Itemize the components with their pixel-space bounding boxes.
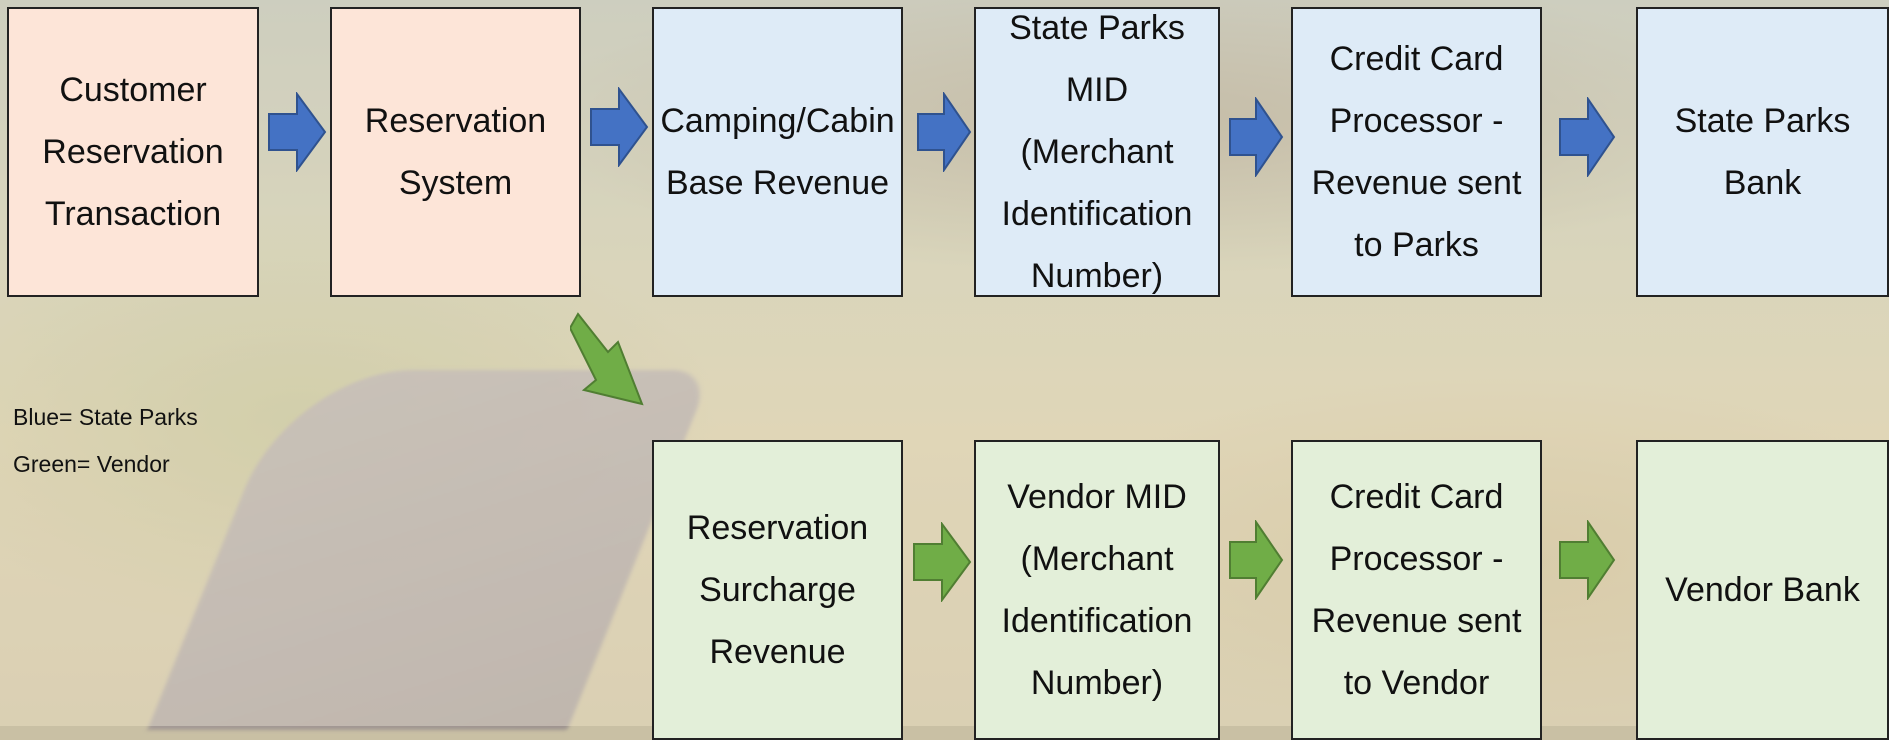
box-label: Vendor Bank — [1665, 571, 1860, 609]
box-label: State Parks MID (Merchant Identification… — [1001, 9, 1193, 295]
vendor-mid-box: Vendor MID (Merchant Identification Numb… — [974, 440, 1220, 740]
reservation-surcharge-revenue-box: Reservation Surcharge Revenue — [652, 440, 903, 740]
state-parks-mid-box: State Parks MID (Merchant Identification… — [974, 7, 1220, 297]
box-label: Vendor MID (Merchant Identification Numb… — [1001, 478, 1193, 702]
box-label: Camping/Cabin Base Revenue — [660, 102, 895, 202]
box-label: State Parks Bank — [1674, 102, 1851, 202]
credit-card-processor-parks-box: Credit Card Processor - Revenue sent to … — [1291, 7, 1542, 297]
customer-reservation-transaction-box: Customer Reservation Transaction — [7, 7, 259, 297]
box-label: Credit Card Processor - Revenue sent to … — [1311, 40, 1522, 264]
state-parks-bank-box: State Parks Bank — [1636, 7, 1889, 297]
right-arrow-icon — [1229, 520, 1284, 600]
legend-green: Green= Vendor — [13, 451, 170, 477]
right-arrow-icon — [917, 92, 972, 172]
reservation-system-box: Reservation System — [330, 7, 581, 297]
credit-card-processor-vendor-box: Credit Card Processor - Revenue sent to … — [1291, 440, 1542, 740]
diagonal-arrow-icon — [570, 312, 644, 406]
box-label: Credit Card Processor - Revenue sent to … — [1311, 478, 1522, 702]
camping-cabin-base-revenue-box: Camping/Cabin Base Revenue — [652, 7, 903, 297]
right-arrow-icon — [1559, 97, 1616, 177]
right-arrow-icon — [913, 522, 972, 602]
right-arrow-icon — [1559, 520, 1616, 600]
box-label: Customer Reservation Transaction — [42, 71, 224, 233]
box-label: Reservation Surcharge Revenue — [686, 509, 869, 671]
legend-blue: Blue= State Parks — [13, 404, 198, 430]
right-arrow-icon — [590, 87, 649, 167]
box-label: Reservation System — [364, 102, 547, 202]
right-arrow-icon — [268, 92, 327, 172]
right-arrow-icon — [1229, 97, 1284, 177]
vendor-bank-box: Vendor Bank — [1636, 440, 1889, 740]
